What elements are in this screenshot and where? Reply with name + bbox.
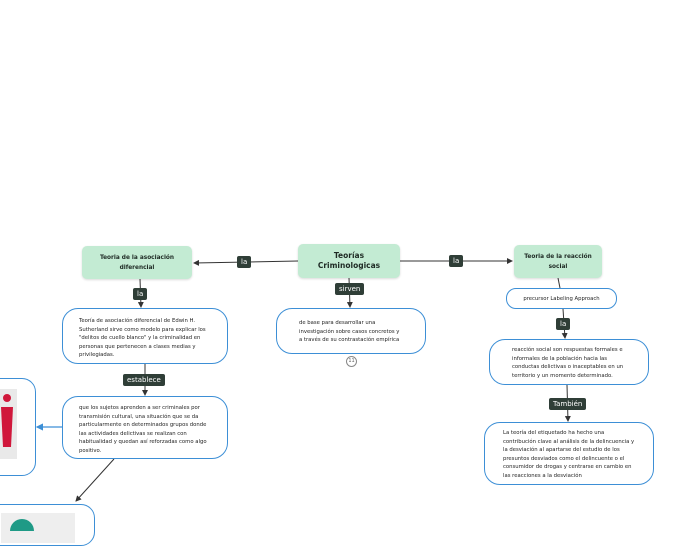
left-definition-node[interactable]: Teoría de asociación diferencial de Edwi… (62, 308, 228, 364)
label-right-tambien[interactable]: También (549, 398, 587, 410)
image-card-partial[interactable] (0, 378, 36, 476)
right-precursor-node[interactable]: precursor Labeling Approach (506, 288, 617, 309)
left-topic-title: Teoria de la asociación diferencial (99, 254, 175, 271)
label-central-left[interactable]: la (237, 256, 252, 268)
left-definition-text: Teoría de asociación diferencial de Edwi… (79, 318, 206, 359)
label-left-down[interactable]: la (133, 288, 148, 300)
sirven-text: de base para desarrollar una investigaci… (299, 320, 400, 344)
right-tambien-node[interactable]: La teoría del etiquetado ha hecho una co… (484, 422, 654, 485)
left-topic[interactable]: Teoria de la asociación diferencial (82, 246, 192, 279)
bottom-card-partial[interactable] (0, 504, 95, 546)
label-right-la[interactable]: la (556, 318, 571, 330)
label-left-establece[interactable]: establece (123, 374, 165, 386)
right-precursor-text: precursor Labeling Approach (523, 296, 600, 302)
sirven-node[interactable]: de base para desarrollar una investigaci… (276, 308, 426, 354)
left-establece-node[interactable]: que los sujetos aprenden a ser criminale… (62, 396, 228, 459)
sirven-counter[interactable]: 11 (346, 356, 357, 367)
teal-circle-icon (10, 519, 34, 531)
right-topic[interactable]: Teoria de la reacción social (514, 245, 602, 278)
label-central-down[interactable]: sirven (335, 283, 365, 295)
right-reaccion-text: reacción social son respuestas formales … (512, 347, 624, 379)
right-reaccion-node[interactable]: reacción social son respuestas formales … (489, 339, 649, 385)
left-establece-text: que los sujetos aprenden a ser criminale… (79, 405, 207, 454)
label-central-right[interactable]: la (449, 255, 464, 267)
red-figure-icon (1, 394, 13, 447)
central-topic-title: Teorías Criminologicas (317, 251, 381, 270)
central-topic[interactable]: Teorías Criminologicas (298, 244, 400, 278)
right-tambien-text: La teoría del etiquetado ha hecho una co… (503, 430, 635, 479)
right-topic-title: Teoria de la reacción social (524, 253, 592, 270)
